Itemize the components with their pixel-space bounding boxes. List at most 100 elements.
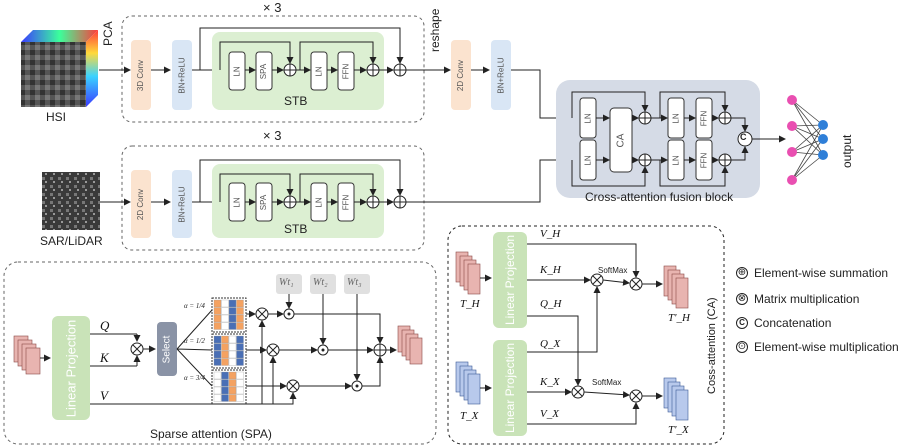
select-box xyxy=(157,322,177,376)
ca-linear-top-label: Linear Projection xyxy=(503,234,517,326)
mask-cell xyxy=(228,350,237,359)
mask-cell xyxy=(236,371,244,380)
mask-cell xyxy=(236,358,244,366)
top-conv2-label: 2D Conv xyxy=(456,59,466,91)
wt2-box xyxy=(310,274,336,294)
mask-cell xyxy=(228,307,237,315)
fusion-ln2-top-label: LN xyxy=(671,112,681,124)
output-label: output xyxy=(840,134,854,168)
mask-cell xyxy=(221,307,229,315)
spa-output-stack xyxy=(397,325,423,365)
bottom-branch-frame xyxy=(121,145,425,251)
hsi-label: HSI xyxy=(46,110,67,124)
spa-title: Sparse attention (SPA) xyxy=(150,427,272,441)
mask-cell xyxy=(228,299,237,308)
wt2-label: Wt₂ xyxy=(313,277,328,288)
spa-k-label: K xyxy=(100,350,109,365)
ca-th-out-label: T'_H xyxy=(668,312,690,324)
mask-cell xyxy=(213,322,222,330)
bottom-bn-box xyxy=(172,170,192,238)
legend-elemmul: ⊙ Element-wise multiplication xyxy=(736,340,899,354)
ca-kh-label: K_H xyxy=(540,264,561,276)
ca-th-stack xyxy=(455,251,481,295)
ca-qx-label: Q_X xyxy=(540,338,561,350)
spa-v-label: V xyxy=(100,388,108,403)
mask-cell xyxy=(221,343,229,351)
mask-cell xyxy=(213,314,222,323)
mask-cell xyxy=(236,379,244,387)
ca-th-label: T_H xyxy=(460,298,480,310)
mask-cell xyxy=(213,307,222,315)
bottom-stb-label: STB xyxy=(284,222,308,236)
top-stb-label: STB xyxy=(284,94,308,108)
mask-cell xyxy=(228,322,237,330)
ca-vh-label: V_H xyxy=(540,228,561,240)
mask-cell xyxy=(221,371,229,380)
top-ffn-label: FFN xyxy=(341,63,351,79)
wt1-label: Wt₁ xyxy=(279,277,294,288)
mask-cell xyxy=(236,394,244,402)
legend-matmul: ⊗ Matrix multiplication xyxy=(736,292,860,306)
spa-q-label: Q xyxy=(100,318,110,333)
mask-cell xyxy=(221,386,229,395)
wt1-box xyxy=(276,274,302,294)
ca-title: Coss-attention (CA) xyxy=(706,297,718,394)
bottom-ffn-label: FFN xyxy=(341,194,351,210)
mask-cell xyxy=(228,314,237,323)
bottom-bn-label: BN+ReLU xyxy=(177,185,187,223)
ca-linear-bottom-label: Linear Projection xyxy=(503,342,517,434)
mask-cell xyxy=(213,358,222,366)
mask-cell xyxy=(228,386,237,395)
mask-cell xyxy=(213,335,222,344)
softmax-bottom-label: SoftMax xyxy=(592,378,622,387)
plus-circle-icon: ⊕ xyxy=(736,267,748,279)
mask-cell xyxy=(221,314,229,323)
mask-cell xyxy=(221,322,229,330)
legend-sum: ⊕ Element-wise summation xyxy=(736,266,889,280)
mask-cell xyxy=(228,394,237,402)
mask-cell xyxy=(221,350,229,359)
bottom-spa-label: SPA xyxy=(259,194,269,210)
sar-label: SAR/LiDAR xyxy=(40,234,103,248)
bottom-ln2-label: LN xyxy=(314,196,324,208)
mask-cell xyxy=(228,343,237,351)
mask-cell xyxy=(213,350,222,359)
fusion-ffn-bottom-label: FFN xyxy=(699,152,709,168)
legend-concat: C Concatenation xyxy=(736,316,831,330)
mask-cell xyxy=(213,371,222,380)
fusion-ln-bottom-label: LN xyxy=(583,154,593,166)
ca-panel xyxy=(447,225,725,445)
spa-linear-label: Linear Projection xyxy=(63,319,79,417)
mask-cell xyxy=(236,307,244,315)
output-network xyxy=(791,99,824,181)
ca-tx-out-label: T'_X xyxy=(668,424,689,436)
mask-cell xyxy=(213,379,222,387)
ca-linear-top xyxy=(493,232,527,328)
top-ln1-label: LN xyxy=(232,65,242,77)
top-bn-box xyxy=(172,40,192,110)
mask-cell xyxy=(213,394,222,402)
alpha3-label: α = 3/4 xyxy=(184,374,205,382)
bottom-ln1-label: LN xyxy=(232,196,242,208)
top-branch-frame xyxy=(121,15,425,123)
top-conv-box xyxy=(131,40,151,110)
pca-label: PCA xyxy=(101,21,115,46)
mask-cell xyxy=(221,299,229,308)
fusion-ln-top-label: LN xyxy=(583,112,593,124)
ca-tx-label: T_X xyxy=(460,410,479,422)
mask-cell xyxy=(228,371,237,380)
mask-cell xyxy=(236,350,244,359)
concat-circle-icon: C xyxy=(736,317,748,329)
mask-cell xyxy=(236,314,244,323)
hsi-cube-icon xyxy=(21,30,98,107)
ca-tx-out-stack xyxy=(663,377,689,421)
wt3-label: Wt₃ xyxy=(347,277,362,288)
ca-vx-label: V_X xyxy=(540,408,559,420)
ca-tx-stack xyxy=(455,361,481,405)
mask-cell xyxy=(213,386,222,395)
bottom-conv-label: 2D Conv xyxy=(136,188,146,220)
alpha1-label: α = 1/4 xyxy=(184,302,205,310)
ca-th-out-stack xyxy=(663,265,689,309)
